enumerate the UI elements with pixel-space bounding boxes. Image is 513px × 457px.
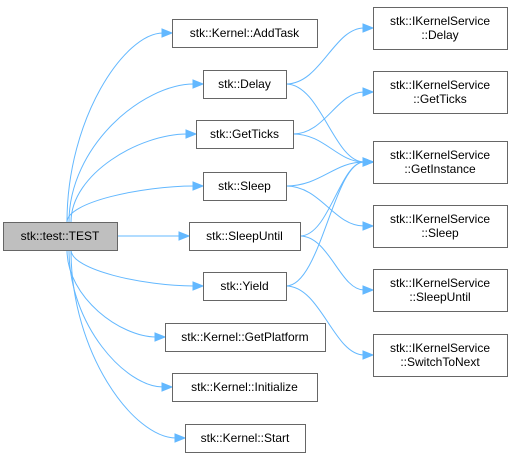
node-label: ::SwitchToNext — [400, 355, 480, 369]
node-initialize[interactable]: stk::Kernel::Initialize — [172, 373, 318, 402]
node-box — [172, 373, 318, 402]
arrowhead — [362, 87, 375, 97]
arrowhead — [161, 382, 174, 392]
node-label: stk::Kernel::GetPlatform — [181, 330, 308, 344]
edge-yield-to-iks_switchtonext — [285, 285, 365, 356]
edge-root-to-delay — [68, 83, 195, 223]
node-root[interactable]: stk::test::TEST — [3, 222, 118, 251]
node-label: stk::Kernel::Start — [201, 431, 290, 445]
arrowhead — [362, 23, 375, 33]
node-box — [203, 70, 287, 99]
node-getticks[interactable]: stk::GetTicks — [196, 120, 294, 149]
node-label: stk::IKernelService — [390, 78, 490, 92]
edge-getticks-to-iks_getticks — [292, 91, 365, 135]
node-label: ::GetInstance — [404, 162, 476, 176]
node-iks-delay[interactable]: stk::IKernelService::Delay — [373, 7, 508, 50]
node-start[interactable]: stk::Kernel::Start — [185, 424, 306, 453]
node-label: stk::Sleep — [218, 179, 271, 193]
node-iks-switchtonext[interactable]: stk::IKernelService::SwitchToNext — [373, 334, 508, 377]
node-label: ::Sleep — [421, 226, 459, 240]
arrowhead — [192, 281, 205, 291]
node-label: stk::test::TEST — [21, 229, 100, 243]
arrowhead — [185, 129, 198, 139]
node-label: ::SleepUntil — [409, 290, 470, 304]
node-label: stk::Kernel::Initialize — [191, 380, 298, 394]
edge-sleep-to-iks_sleep — [285, 185, 365, 227]
node-box — [203, 172, 287, 201]
arrowhead — [362, 285, 375, 295]
node-box — [196, 120, 294, 149]
edge-root-to-initialize — [68, 249, 164, 388]
node-iks-getinstance[interactable]: stk::IKernelService::GetInstance — [373, 141, 508, 184]
node-sleep[interactable]: stk::Sleep — [203, 172, 287, 201]
edge-sleepuntil-to-iks_sleepuntil — [299, 235, 365, 291]
node-box — [189, 222, 301, 251]
node-label: stk::IKernelService — [390, 212, 490, 226]
node-yield[interactable]: stk::Yield — [203, 272, 287, 301]
node-label: stk::IKernelService — [390, 276, 490, 290]
node-label: stk::GetTicks — [210, 127, 279, 141]
node-box — [185, 424, 306, 453]
node-label: stk::Kernel::AddTask — [190, 26, 300, 40]
node-label: stk::SleepUntil — [206, 229, 283, 243]
edge-root-to-getticks — [70, 133, 188, 223]
node-box — [172, 19, 318, 48]
arrowhead — [192, 181, 205, 191]
arrowhead — [192, 79, 205, 89]
arrowhead — [161, 28, 174, 38]
edge-root-to-sleep — [66, 185, 195, 223]
node-box — [373, 71, 508, 114]
arrowhead — [362, 350, 375, 360]
edge-delay-to-iks_getinstance — [285, 83, 365, 163]
edge-yield-to-iks_getinstance — [285, 161, 365, 287]
node-box — [3, 222, 118, 251]
edge-root-to-getplatform — [66, 249, 157, 338]
node-label: stk::IKernelService — [390, 148, 490, 162]
arrowhead — [154, 332, 167, 342]
edge-delay-to-iks_delay — [285, 27, 365, 85]
node-box — [373, 141, 508, 184]
arrowhead — [178, 231, 191, 241]
node-label: ::Delay — [421, 28, 458, 42]
edge-root-to-yield — [70, 249, 195, 287]
arrowhead — [362, 221, 375, 231]
node-label: stk::IKernelService — [390, 341, 490, 355]
node-label: stk::Delay — [218, 77, 271, 91]
edges-layer — [66, 23, 375, 443]
node-sleepuntil[interactable]: stk::SleepUntil — [189, 222, 301, 251]
node-label: stk::Yield — [220, 279, 268, 293]
node-iks-sleep[interactable]: stk::IKernelService::Sleep — [373, 205, 508, 248]
node-box — [373, 334, 508, 377]
node-box — [373, 269, 508, 312]
arrowhead — [174, 433, 187, 443]
edge-root-to-start — [70, 249, 177, 439]
node-label: ::GetTicks — [413, 92, 467, 106]
arrowhead — [362, 157, 375, 167]
edge-getticks-to-iks_getinstance — [292, 133, 365, 163]
node-box — [373, 7, 508, 50]
node-delay[interactable]: stk::Delay — [203, 70, 287, 99]
node-iks-getticks[interactable]: stk::IKernelService::GetTicks — [373, 71, 508, 114]
node-label: stk::IKernelService — [390, 14, 490, 28]
node-iks-sleepuntil[interactable]: stk::IKernelService::SleepUntil — [373, 269, 508, 312]
node-addtask[interactable]: stk::Kernel::AddTask — [172, 19, 318, 48]
edge-sleep-to-iks_getinstance — [285, 161, 365, 187]
node-box — [165, 323, 326, 352]
nodes-layer: stk::test::TESTstk::Kernel::AddTaskstk::… — [3, 7, 508, 453]
node-box — [373, 205, 508, 248]
node-box — [203, 272, 287, 301]
node-getplatform[interactable]: stk::Kernel::GetPlatform — [165, 323, 326, 352]
edge-root-to-addtask — [66, 32, 164, 223]
